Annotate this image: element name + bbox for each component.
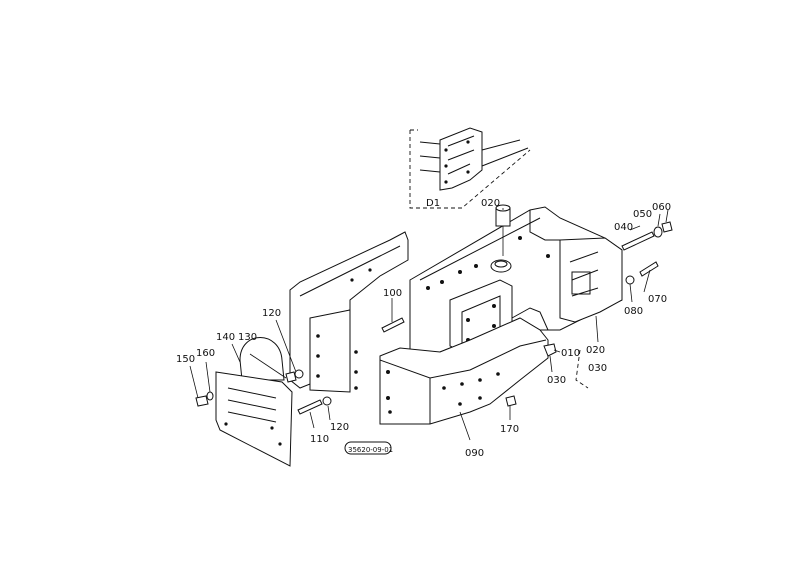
label-050: 050	[633, 209, 652, 220]
label-060: 060	[652, 202, 671, 213]
label-150: 150	[176, 354, 195, 365]
inset-label: D1	[426, 198, 440, 209]
nut-060	[661, 221, 673, 233]
label-120-upper: 120	[262, 308, 281, 319]
left-side-frame	[289, 231, 409, 393]
label-070: 070	[648, 294, 667, 305]
label-110: 110	[310, 434, 329, 445]
part-number-labels: 020 040 050 060 070 080 010 020 030 030 …	[176, 198, 671, 459]
part-170	[505, 395, 517, 407]
drawing-code: 35620-09-01	[344, 441, 393, 455]
inset-detail: D1	[409, 127, 531, 209]
label-170: 170	[500, 424, 519, 435]
pin-010	[543, 343, 557, 357]
label-100: 100	[383, 288, 402, 299]
washer-120	[294, 369, 332, 406]
label-040: 040	[614, 222, 633, 233]
label-090: 090	[465, 448, 484, 459]
bolt-040	[621, 231, 655, 251]
label-030-right: 030	[588, 363, 607, 374]
label-020-right: 020	[586, 345, 605, 356]
pin-100	[381, 317, 405, 333]
leader-lines	[189, 208, 669, 441]
label-030: 030	[547, 375, 566, 386]
label-020-top: 020	[481, 198, 500, 209]
label-140: 140	[216, 332, 235, 343]
nut-130	[285, 371, 297, 383]
washer-080	[625, 275, 635, 285]
label-130: 130	[238, 332, 257, 343]
bolt-150	[195, 395, 209, 407]
drawing-code-text: 35620-09-01	[348, 446, 393, 454]
bolt-110	[297, 399, 323, 415]
label-010: 010	[561, 348, 580, 359]
label-120-lower: 120	[330, 422, 349, 433]
label-080: 080	[624, 306, 643, 317]
label-160: 160	[196, 348, 215, 359]
bolt-070	[639, 261, 659, 277]
washer-050	[653, 226, 663, 238]
washer-160	[206, 391, 214, 401]
